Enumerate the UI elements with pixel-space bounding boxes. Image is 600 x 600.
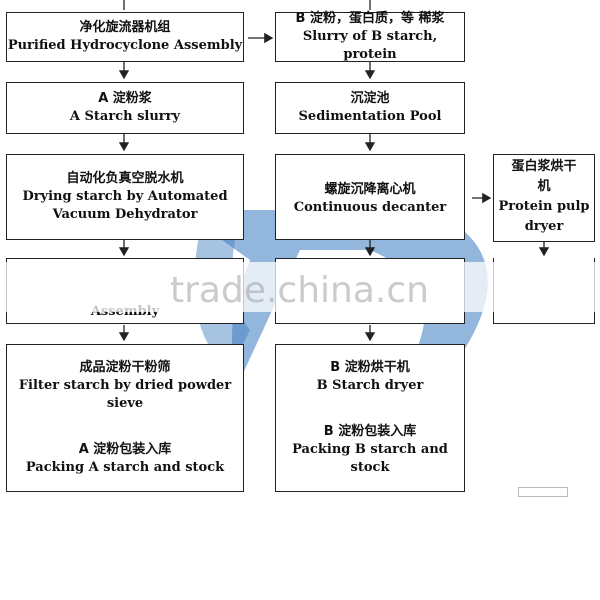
label-zh: B 淀粉，蛋白质，等 稀浆 bbox=[295, 11, 445, 26]
label-zh: A 淀粉浆 bbox=[98, 91, 152, 106]
watermark-band bbox=[0, 262, 600, 312]
label-zh: 净化旋流器机组 bbox=[79, 20, 171, 35]
label-zh: 螺旋沉降离心机 bbox=[324, 182, 416, 197]
label-zh: 自动化负真空脱水机 bbox=[66, 171, 184, 186]
label-zh-2: 机 bbox=[537, 179, 551, 194]
label-en-1: Protein pulp bbox=[498, 199, 590, 214]
watermark-text: trade.china.cn bbox=[170, 270, 429, 311]
box-b-starch-dryer-packing: B 淀粉烘干机 B Starch dryer B 淀粉包装入库 Packing … bbox=[275, 344, 465, 492]
label-en-1: Filter starch by dried powder bbox=[18, 378, 232, 393]
label-en-3: Packing A starch and stock bbox=[25, 460, 225, 475]
label-en-2: dryer bbox=[524, 219, 564, 234]
label-en-2: sieve bbox=[106, 396, 144, 411]
label-zh-1: 蛋白浆烘干 bbox=[511, 159, 577, 174]
label-zh: 成品淀粉干粉筛 bbox=[79, 360, 171, 375]
box-sedimentation-pool: 沉淀池 Sedimentation Pool bbox=[275, 82, 465, 134]
label-en: B Starch dryer bbox=[316, 378, 424, 393]
label-en: Sedimentation Pool bbox=[298, 109, 442, 124]
label-zh: B 淀粉烘干机 bbox=[330, 360, 410, 375]
label-en-2: Vacuum Dehydrator bbox=[52, 207, 198, 222]
box-protein-pulp-dryer: 蛋白浆烘干 机 Protein pulp dryer bbox=[493, 154, 595, 242]
label-en: Continuous decanter bbox=[293, 200, 447, 215]
label-en: Purified Hydrocyclone Assembly bbox=[7, 38, 243, 53]
label-en-2: Packing B starch and bbox=[292, 442, 448, 457]
label-zh-2: A 淀粉包装入库 bbox=[78, 442, 172, 457]
box-b-starch-protein-slurry: B 淀粉，蛋白质，等 稀浆 Slurry of B starch, protei… bbox=[275, 11, 465, 62]
label-zh: 沉淀池 bbox=[350, 91, 390, 106]
label-zh-2: B 淀粉包装入库 bbox=[323, 424, 417, 439]
box-a-starch-slurry: A 淀粉浆 A Starch slurry bbox=[6, 82, 244, 134]
box-vacuum-dehydrator: 自动化负真空脱水机 Drying starch by Automated Vac… bbox=[6, 154, 244, 240]
label-en-3: stock bbox=[350, 460, 390, 475]
small-logo-tag bbox=[518, 487, 568, 497]
box-powder-sieve-packing-a: 成品淀粉干粉筛 Filter starch by dried powder si… bbox=[6, 344, 244, 492]
label-en: Slurry of B starch, protein bbox=[302, 29, 438, 62]
label-en-1: Drying starch by Automated bbox=[22, 189, 228, 204]
label-en: A Starch slurry bbox=[69, 109, 181, 124]
box-continuous-decanter: 螺旋沉降离心机 Continuous decanter bbox=[275, 154, 465, 240]
box-purified-hydrocyclone: 净化旋流器机组 Purified Hydrocyclone Assembly bbox=[6, 12, 244, 62]
